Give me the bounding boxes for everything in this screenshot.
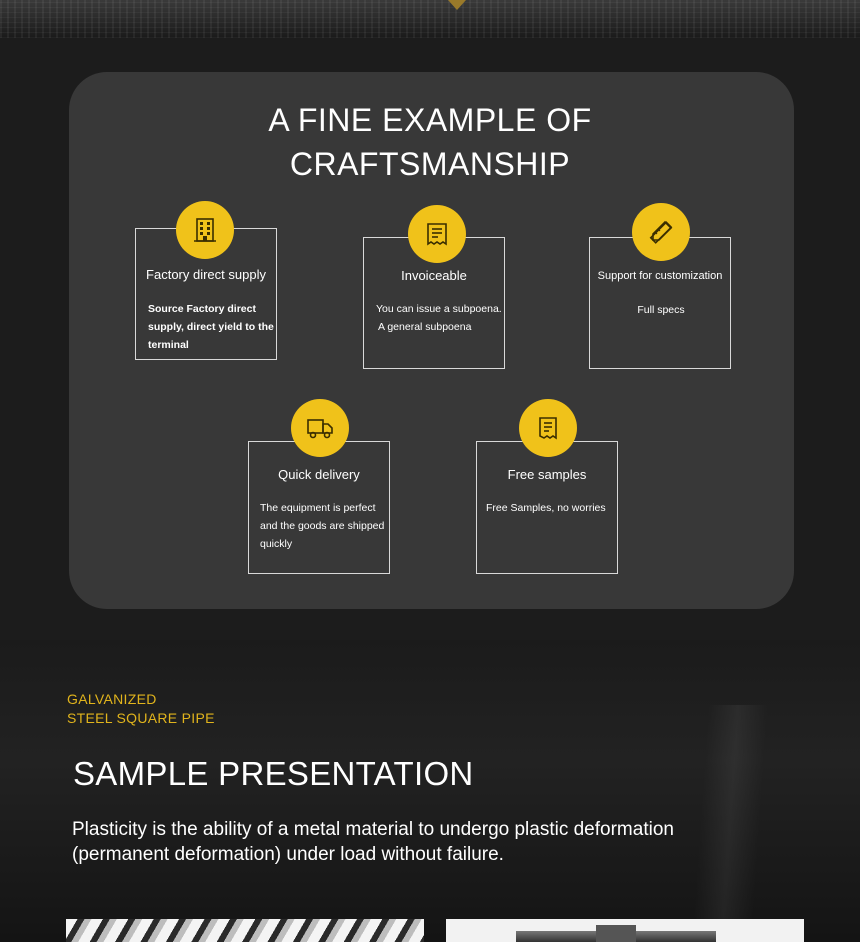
invoice-icon — [408, 205, 466, 263]
banner-gold-mark — [448, 0, 466, 10]
pencil-ruler-icon — [632, 203, 690, 261]
sample-photo-left — [66, 919, 424, 942]
feature-factory-direct: Factory direct supply Source Factory dir… — [135, 228, 277, 360]
panel-title: A FINE EXAMPLE OF CRAFTSMANSHIP — [0, 98, 860, 186]
feature-label: Free samples — [507, 467, 587, 482]
top-banner-image — [0, 0, 860, 38]
craftsmanship-panel — [69, 72, 794, 609]
feature-desc: Source Factory direct supply, direct yie… — [148, 303, 274, 351]
feature-label: Support for customization — [597, 270, 723, 282]
feature-label: Quick delivery — [278, 467, 360, 482]
panel-title-line1: A FINE EXAMPLE OF — [268, 102, 592, 138]
building-icon — [176, 201, 234, 259]
panel-title-line2: CRAFTSMANSHIP — [289, 146, 571, 182]
sample-section-background — [0, 640, 860, 942]
sample-photo-right — [446, 919, 804, 942]
feature-desc: You can issue a subpoena. A general subp… — [376, 303, 502, 333]
feature-label: Invoiceable — [401, 268, 467, 283]
document-icon — [519, 399, 577, 457]
feature-desc: The equipment is perfect and the goods a… — [260, 502, 385, 550]
section-eyebrow: GALVANIZED STEEL SQUARE PIPE — [67, 691, 215, 726]
section-description: Plasticity is the ability of a metal mat… — [72, 819, 674, 865]
photo-pipe-end — [596, 925, 636, 942]
section-title: SAMPLE PRESENTATION — [73, 755, 474, 792]
feature-desc: Full specs — [637, 304, 685, 316]
feature-free-samples: Free samples Free Samples, no worries — [476, 441, 618, 574]
truck-icon — [291, 399, 349, 457]
feature-desc: Free Samples, no worries — [486, 502, 606, 514]
feature-label: Factory direct supply — [146, 267, 266, 282]
feature-quick-delivery: Quick delivery The equipment is perfect … — [248, 441, 390, 574]
